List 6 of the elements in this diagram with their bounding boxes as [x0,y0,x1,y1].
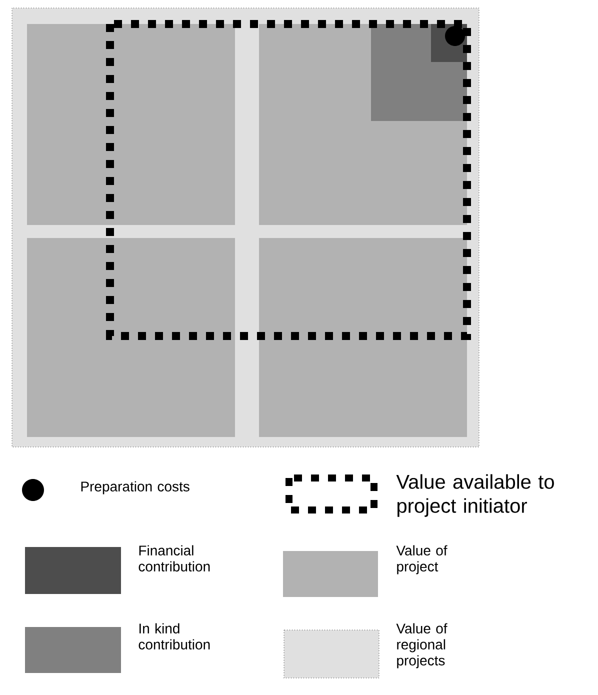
legend-label: In kind contribution [138,623,210,650]
legend-label: Financial contribution [138,545,210,572]
legend-label: Value of project [396,545,448,574]
legend-label: Value of regional projects [396,623,448,668]
legend-label: Value available to project initiator [396,474,554,517]
legend-label: Preparation costs [81,481,190,494]
